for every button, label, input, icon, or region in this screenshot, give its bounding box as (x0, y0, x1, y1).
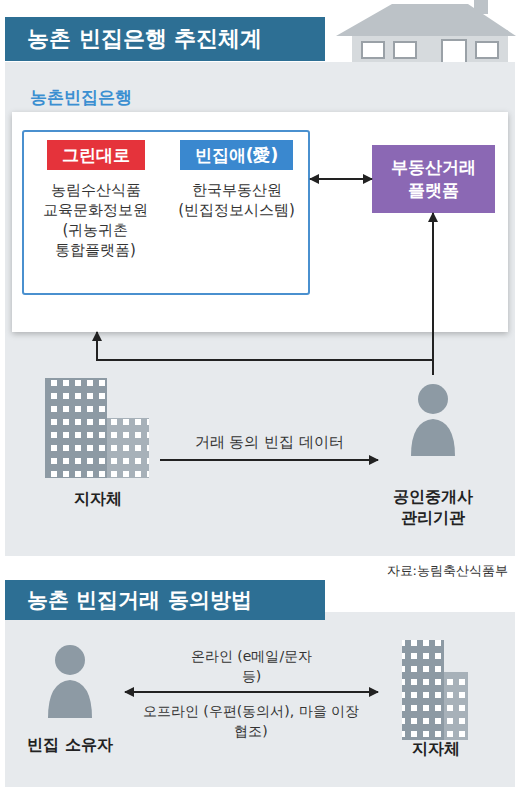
flow-arrow (97, 332, 433, 375)
source-caption: 자료:농림축산식품부 (387, 562, 508, 580)
lower-panel (5, 612, 515, 787)
flow-arrow (432, 213, 434, 375)
platform-tag: 빈집애(愛) (180, 140, 294, 170)
title-band (5, 17, 325, 61)
flow-arrow (160, 459, 378, 461)
title: 농촌 빈집은행 추진체계 (5, 17, 325, 61)
process-box: 부동산거래 플랫폼 (372, 145, 495, 213)
platform-column: 빈집애(愛) 한국부동산원 (빈집정보시스템) (163, 138, 310, 293)
actor-node: 지자체 (378, 640, 493, 765)
person-icon (48, 645, 92, 718)
edge-label: 온라인 (e메일/문자 등) (187, 646, 317, 686)
platform-column: 그린대로농림수산식품 교육문화정보원 (귀농귀촌 통합플랫폼) (28, 138, 163, 293)
actor-node: 지자체 (35, 375, 160, 515)
actor-node: 공인중개사 관리기관 (378, 375, 488, 530)
method-note: 오프라인 (우편(동의서), 마을 이장 협조) (141, 701, 361, 741)
platform-owner: 한국부동산원 (빈집정보시스템) (171, 180, 303, 220)
platform-tag: 그린대로 (47, 140, 145, 170)
actor-label: 빈집 소유자 (27, 735, 113, 756)
building-icon (45, 378, 149, 478)
actor-label: 지자체 (74, 489, 122, 510)
person-icon (411, 384, 455, 456)
edge-label: 거래 동의 빈집 데이터 (195, 432, 344, 452)
upper-panel (5, 62, 515, 556)
flow-arrow (125, 691, 378, 693)
platform-group-box: 농촌빈집은행그린대로농림수산식품 교육문화정보원 (귀농귀촌 통합플랫폼)빈집애… (12, 82, 508, 332)
group-heading: 농촌빈집은행 (12, 82, 508, 108)
building-icon (402, 640, 468, 740)
flow-arrow (310, 178, 372, 180)
actor-label: 공인중개사 관리기관 (383, 486, 483, 528)
actor-label: 지자체 (412, 739, 460, 760)
actor-node: 빈집 소유자 (15, 640, 125, 765)
box-label: 부동산거래 플랫폼 (381, 156, 486, 202)
section-heading: 농촌 빈집거래 동의방법 (5, 580, 325, 620)
platform-owner: 농림수산식품 교육문화정보원 (귀농귀촌 통합플랫폼) (33, 180, 158, 260)
house-illustration (336, 0, 516, 68)
